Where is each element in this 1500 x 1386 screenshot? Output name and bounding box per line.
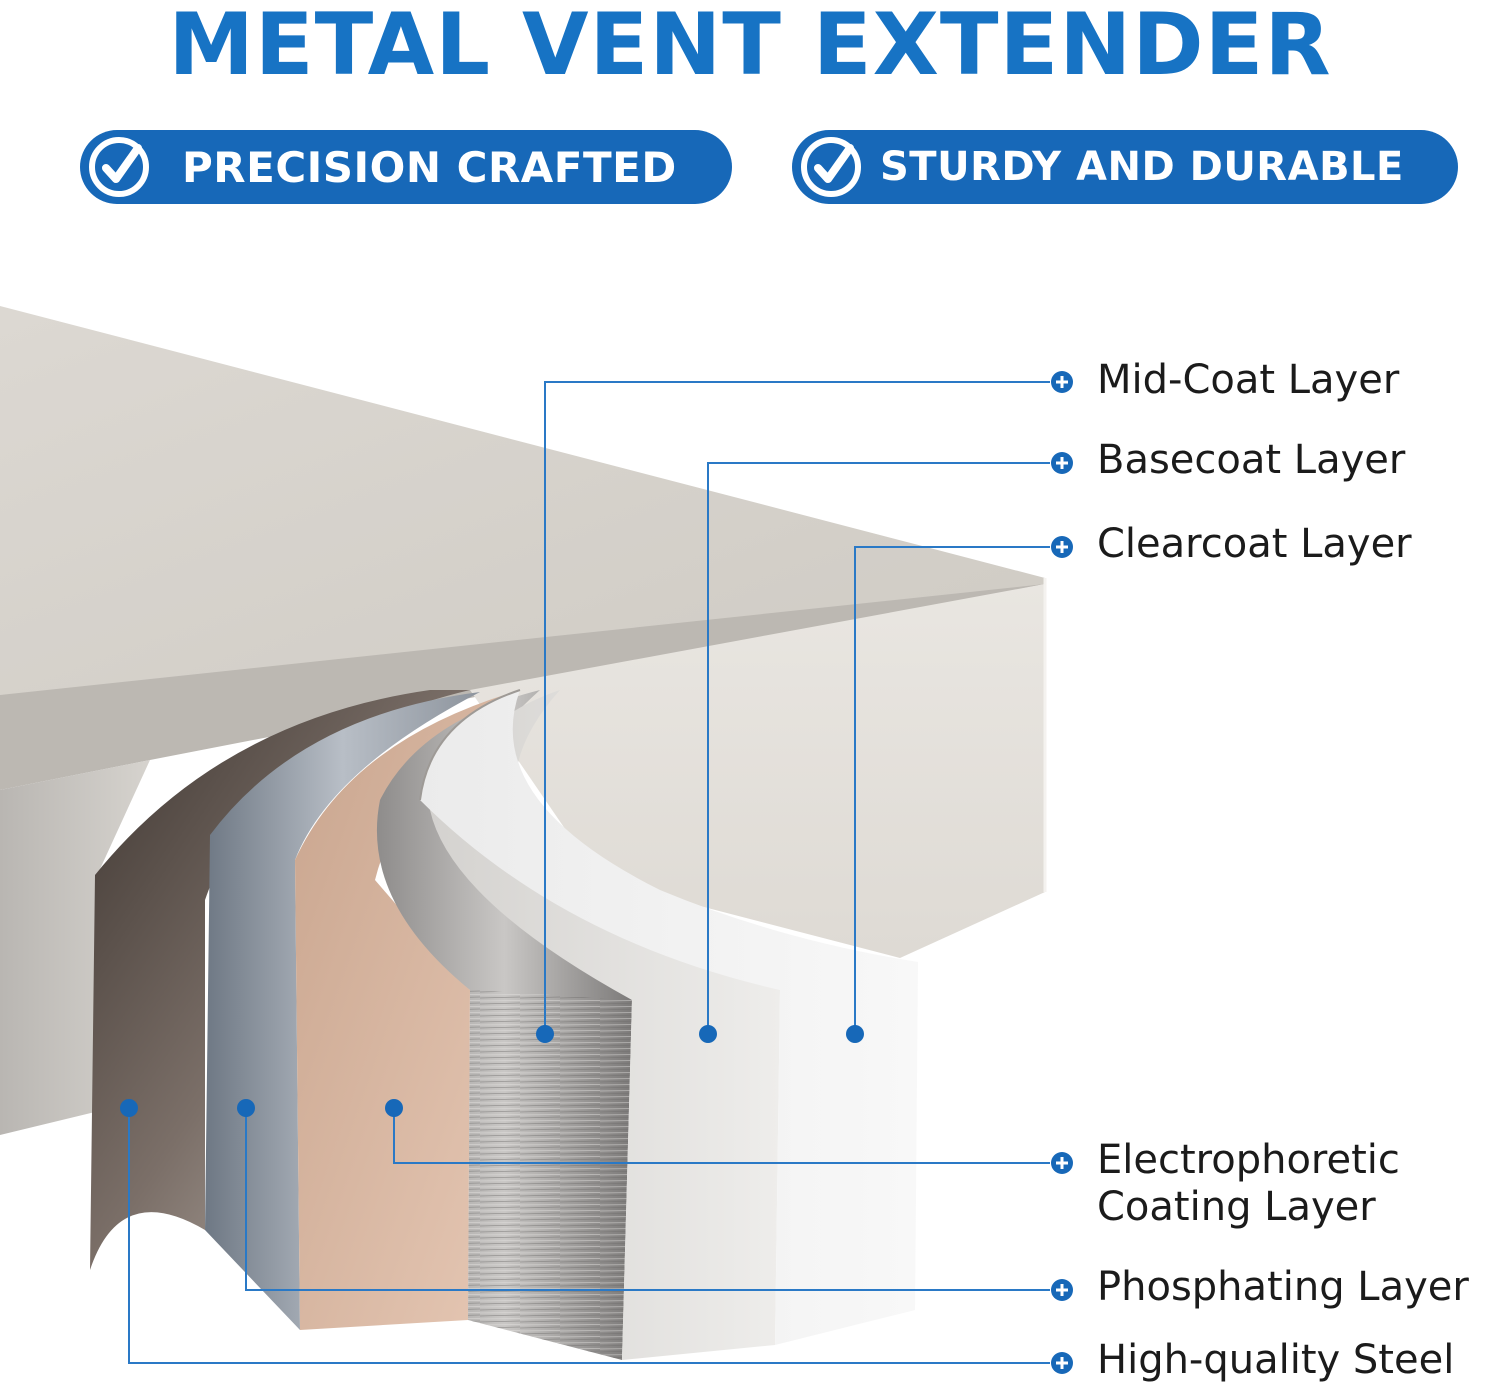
label-mid-coat-layer: Mid-Coat Layer — [1097, 357, 1400, 403]
check-icon — [89, 137, 149, 197]
badge-label: PRECISION CRAFTED — [182, 142, 677, 192]
badge-label: STURDY AND DURABLE — [880, 144, 1404, 190]
label-phosphating-layer: Phosphating Layer — [1097, 1264, 1469, 1310]
check-icon — [801, 137, 861, 197]
plus-icon — [1051, 452, 1073, 474]
page-title: METAL VENT EXTENDER — [168, 0, 1332, 95]
plus-icon — [1051, 536, 1073, 558]
label-clearcoat-layer: Clearcoat Layer — [1097, 521, 1412, 567]
plus-icon — [1051, 371, 1073, 393]
plus-icon — [1051, 1352, 1073, 1374]
label-basecoat-layer: Basecoat Layer — [1097, 437, 1406, 483]
label-electrophoretic-line2: Coating Layer — [1097, 1184, 1376, 1230]
badge-precision-crafted: PRECISION CRAFTED — [80, 130, 732, 204]
label-high-quality-steel: High-quality Steel — [1097, 1337, 1455, 1383]
label-electrophoretic-line1: Electrophoretic — [1097, 1137, 1400, 1183]
plus-icon — [1051, 1279, 1073, 1301]
badge-sturdy-durable: STURDY AND DURABLE — [792, 130, 1458, 204]
plus-icon — [1051, 1152, 1073, 1174]
